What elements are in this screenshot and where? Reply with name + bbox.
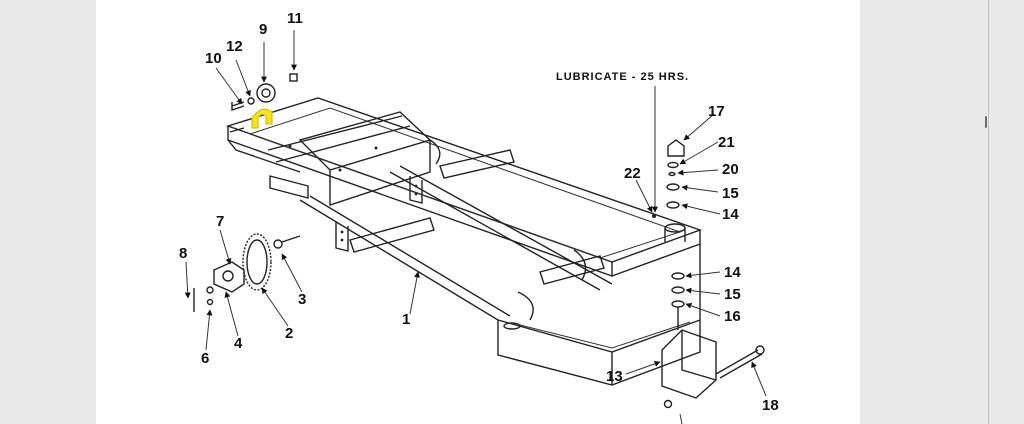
highlight-mark	[251, 108, 273, 129]
scrollbar-track[interactable]	[988, 0, 989, 424]
document-page	[96, 0, 860, 424]
callout-18: 18	[762, 397, 779, 414]
callout-12: 12	[226, 38, 243, 55]
callout-15a: 15	[722, 185, 739, 202]
callout-4: 4	[234, 335, 243, 352]
callout-leaders	[184, 30, 767, 424]
callout-14a: 14	[722, 206, 739, 223]
callout-20: 20	[722, 161, 739, 178]
chassis-frame	[225, 97, 703, 386]
callout-14b: 14	[724, 264, 741, 281]
callout-8: 8	[179, 245, 187, 262]
caster-hardware	[652, 139, 765, 409]
callout-22: 22	[624, 165, 641, 182]
callout-7: 7	[216, 213, 224, 230]
callout-16: 16	[724, 308, 741, 325]
callout-21: 21	[718, 134, 735, 151]
callout-2: 2	[285, 325, 293, 342]
hitch-hardware	[231, 73, 298, 129]
lubricate-note: LUBRICATE - 25 HRS.	[556, 71, 689, 83]
callout-11: 11	[287, 10, 303, 27]
callout-17: 17	[708, 103, 725, 120]
callout-13: 13	[606, 368, 623, 385]
sprocket-assembly	[193, 233, 301, 312]
callout-6: 6	[201, 350, 209, 367]
callout-9: 9	[259, 21, 267, 38]
callout-10: 10	[205, 50, 222, 67]
callout-3: 3	[298, 291, 306, 308]
callout-15b: 15	[724, 286, 741, 303]
callout-numbers: 9 11 10 12 17 21 20 15 14 22 14 15 16 13…	[179, 10, 779, 414]
scrollbar-thumb[interactable]	[985, 116, 987, 128]
callout-1: 1	[402, 311, 410, 328]
